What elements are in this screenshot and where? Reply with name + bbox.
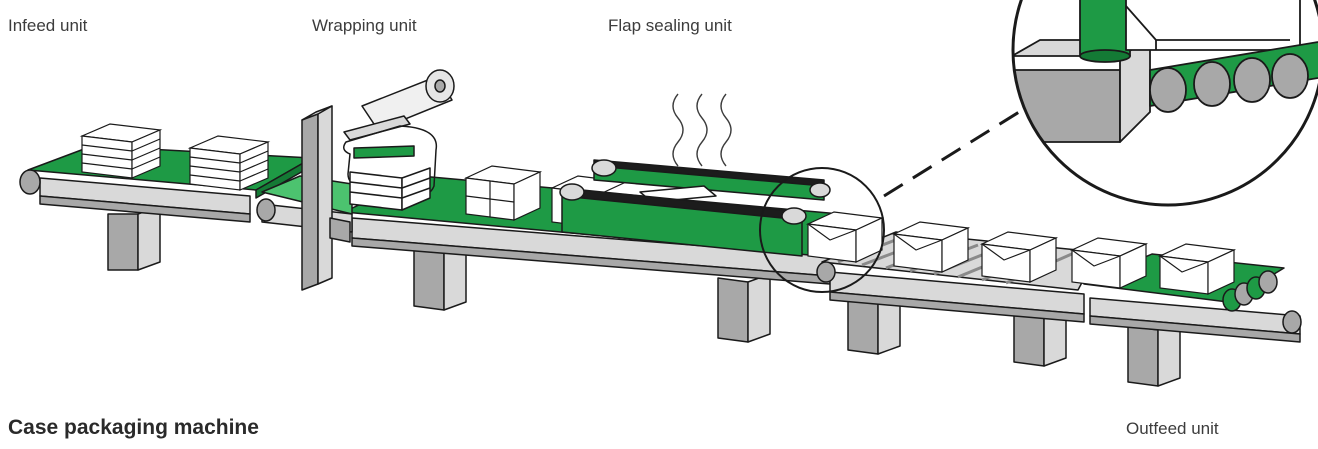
case <box>463 165 543 221</box>
case <box>1157 243 1237 295</box>
zoom-connector-dashed-line <box>883 102 1033 198</box>
flap-sealing-unit <box>559 159 831 257</box>
heat-steam-lines <box>672 93 732 167</box>
case <box>1069 237 1149 289</box>
zoom-detail <box>1011 0 1318 207</box>
case <box>891 221 971 273</box>
label-outfeed-unit: Outfeed unit <box>1126 419 1219 438</box>
product-stack <box>187 135 271 191</box>
case <box>979 231 1059 283</box>
main-conveyor <box>256 175 841 343</box>
wrapping-pillar <box>301 111 319 291</box>
wrapping-unit <box>301 69 455 291</box>
diagram-title: Case packaging machine <box>8 416 259 439</box>
case <box>805 211 885 263</box>
outfeed-cases <box>805 211 1237 295</box>
infeed-leg-1 <box>107 213 139 271</box>
label-flap-sealing-unit: Flap sealing unit <box>608 16 732 35</box>
product-stack <box>79 123 163 179</box>
detail-highlight-circle <box>759 167 885 293</box>
zoom-detail-circle <box>1011 0 1318 207</box>
label-wrapping-unit: Wrapping unit <box>312 16 417 35</box>
infeed-roller <box>19 169 41 195</box>
infeed-product-stacks <box>79 123 271 191</box>
film-roll <box>361 69 455 131</box>
label-infeed-unit: Infeed unit <box>8 16 88 35</box>
